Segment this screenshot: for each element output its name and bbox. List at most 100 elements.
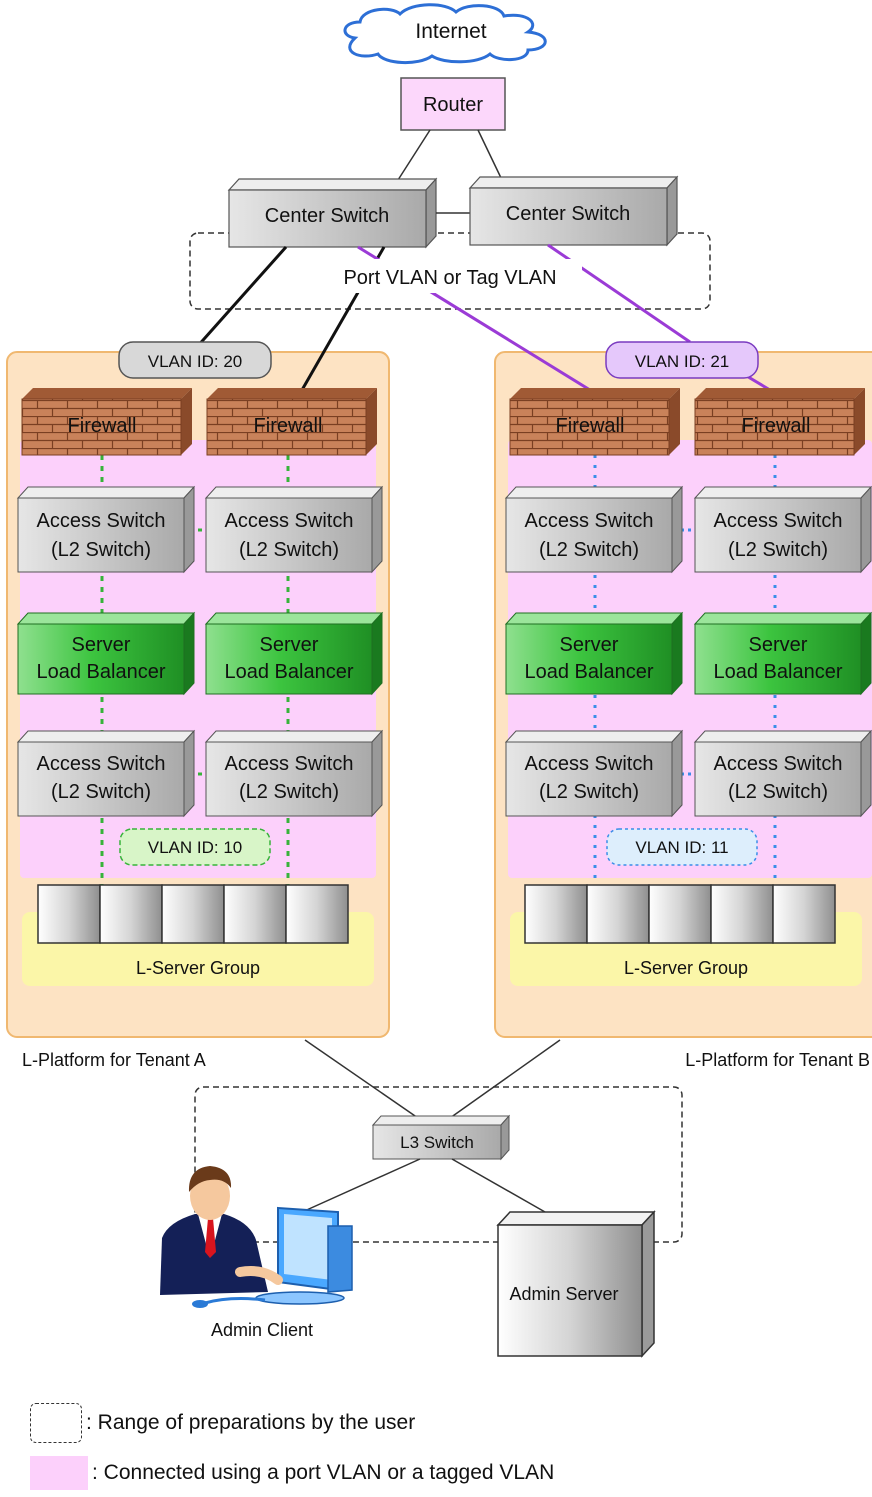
admin-client-icon [160, 1166, 353, 1308]
vlan-id-badge-tenant-b [605, 341, 759, 379]
vlan-id-badge-inner-b [606, 828, 758, 866]
load-balancer-a2: Server Load Balancer [204, 611, 384, 696]
access-switch-label: Access Switch [714, 753, 843, 775]
port-vlan-label-bg [318, 259, 582, 293]
load-balancer-label: Server [72, 634, 131, 656]
access-switch-b2-lower: Access Switch (L2 Switch) [693, 729, 872, 818]
admin-client-label: Admin Client [211, 1320, 313, 1340]
access-switch-label: Access Switch [714, 510, 843, 532]
vlan-id-badge-inner-a [119, 828, 271, 866]
vlan-id-label: VLAN ID: 20 [148, 352, 243, 371]
firewall-a2: Firewall [206, 388, 377, 456]
admin-server-label: Admin Server [509, 1284, 618, 1304]
server [648, 884, 712, 944]
access-switch-a2-upper: Access Switch (L2 Switch) [204, 485, 384, 574]
uplink-tenant-a-1 [194, 246, 288, 349]
access-switch-a1-upper: Access Switch (L2 Switch) [16, 485, 196, 574]
server [524, 884, 588, 944]
platform-label-tenant-a: L-Platform for Tenant A [22, 1050, 206, 1070]
access-switch-label: Access Switch [37, 510, 166, 532]
center-switch-label: Center Switch [506, 203, 631, 225]
load-balancer-label: Server [560, 634, 619, 656]
load-balancer-sublabel: Load Balancer [525, 661, 654, 683]
l3-switch: L3 Switch [371, 1114, 511, 1161]
center-switch-1: Center Switch [227, 177, 438, 249]
legend-connected-text: : Connected using a port VLAN or a tagge… [92, 1461, 555, 1484]
firewall-label: Firewall [254, 415, 323, 437]
legend: : Range of preparations by the user : Co… [0, 1395, 872, 1495]
network-diagram: Internet Router Center Switch Center Swi… [6, 3, 872, 1358]
access-switch-b1-lower: Access Switch (L2 Switch) [504, 729, 684, 818]
server-group-label: L-Server Group [624, 958, 748, 978]
access-switch-a1-lower: Access Switch (L2 Switch) [16, 729, 196, 818]
access-switch-sublabel: (L2 Switch) [728, 781, 828, 803]
vlan-id-label: VLAN ID: 21 [635, 352, 730, 371]
access-switch-sublabel: (L2 Switch) [539, 781, 639, 803]
port-vlan-label: Port VLAN or Tag VLAN [343, 267, 556, 289]
user-preparation-range-top [189, 232, 711, 310]
l3-switch-label: L3 Switch [400, 1133, 474, 1152]
access-switch-sublabel: (L2 Switch) [239, 781, 339, 803]
legend-item-range: : Range of preparations by the user [30, 1403, 415, 1443]
access-switch-label: Access Switch [525, 753, 654, 775]
router: Router [400, 77, 506, 131]
server [223, 884, 287, 944]
legend-dashed-swatch [30, 1403, 82, 1443]
server-group-a [37, 884, 349, 944]
load-balancer-label: Server [260, 634, 319, 656]
access-switch-label: Access Switch [37, 753, 166, 775]
load-balancer-sublabel: Load Balancer [225, 661, 354, 683]
access-switch-sublabel: (L2 Switch) [51, 781, 151, 803]
load-balancer-sublabel: Load Balancer [714, 661, 843, 683]
vlan-id-label: VLAN ID: 11 [635, 838, 728, 857]
load-balancer-b2: Server Load Balancer [693, 611, 872, 696]
router-link-right [477, 129, 503, 181]
load-balancer-a1: Server Load Balancer [16, 611, 196, 696]
firewall-b2: Firewall [694, 388, 865, 456]
access-switch-label: Access Switch [225, 753, 354, 775]
center-switch-2: Center Switch [468, 175, 679, 247]
access-switch-label: Access Switch [525, 510, 654, 532]
server-group-b [524, 884, 836, 944]
server [99, 884, 163, 944]
firewall-a1: Firewall [21, 388, 192, 456]
server [285, 884, 349, 944]
l3-link-admin-server [451, 1158, 546, 1213]
access-switch-sublabel: (L2 Switch) [239, 539, 339, 561]
load-balancer-label: Server [749, 634, 808, 656]
access-switch-label: Access Switch [225, 510, 354, 532]
server [37, 884, 101, 944]
server [161, 884, 225, 944]
load-balancer-b1: Server Load Balancer [504, 611, 684, 696]
l3-link-tenant-a [304, 1039, 419, 1119]
firewall-label: Firewall [556, 415, 625, 437]
access-switch-sublabel: (L2 Switch) [728, 539, 828, 561]
platform-label-tenant-b: L-Platform for Tenant B [685, 1050, 870, 1070]
firewall-label: Firewall [742, 415, 811, 437]
access-switch-b2-upper: Access Switch (L2 Switch) [693, 485, 872, 574]
center-switch-label: Center Switch [265, 205, 390, 227]
access-switch-sublabel: (L2 Switch) [51, 539, 151, 561]
access-switch-b1-upper: Access Switch (L2 Switch) [504, 485, 684, 574]
access-switch-sublabel: (L2 Switch) [539, 539, 639, 561]
firewall-label: Firewall [68, 415, 137, 437]
server [772, 884, 836, 944]
user-preparation-range-bottom [194, 1086, 683, 1243]
server-group-label: L-Server Group [136, 958, 260, 978]
l3-link-tenant-b [449, 1039, 561, 1119]
firewall-b1: Firewall [509, 388, 680, 456]
vlan-id-label: VLAN ID: 10 [148, 838, 243, 857]
router-link-left [397, 129, 431, 181]
server [710, 884, 774, 944]
legend-pink-swatch [30, 1456, 88, 1490]
internet-label: Internet [415, 20, 486, 43]
legend-item-connected: : Connected using a port VLAN or a tagge… [30, 1453, 554, 1493]
vlan-id-badge-tenant-a [118, 341, 272, 379]
internet-cloud: Internet [343, 3, 547, 64]
admin-server: Admin Server [496, 1210, 656, 1358]
server [586, 884, 650, 944]
load-balancer-sublabel: Load Balancer [37, 661, 166, 683]
access-switch-a2-lower: Access Switch (L2 Switch) [204, 729, 384, 818]
legend-range-text: : Range of preparations by the user [86, 1411, 416, 1434]
router-label: Router [423, 94, 483, 116]
